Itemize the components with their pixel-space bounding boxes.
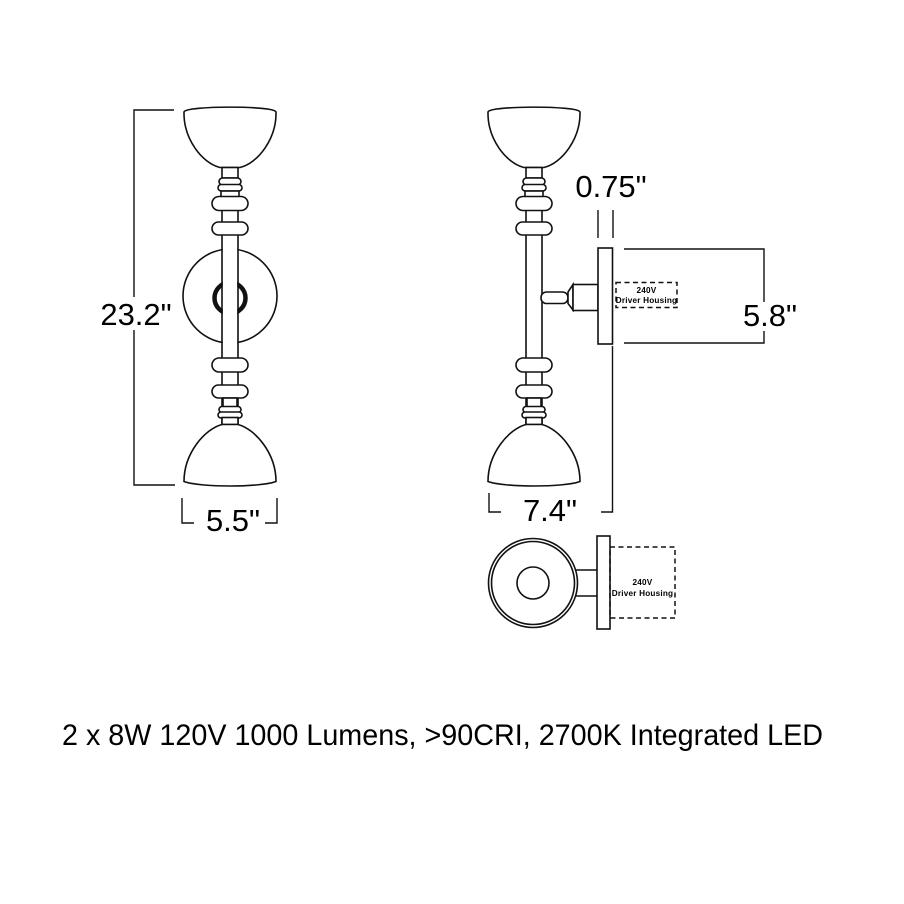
- side-arm: [540, 281, 599, 313]
- side-driver-housing-label-line1: 240V: [637, 286, 657, 295]
- front-width-dimension-line: [181, 498, 278, 524]
- side-width-dimension-label: 7.4": [523, 493, 577, 528]
- top-arm: [576, 569, 597, 597]
- front-neck-lower-collar: [221, 416, 239, 426]
- front-height-dimension: 23.2": [100, 109, 175, 486]
- front-neck-upper-bead-2: [217, 183, 243, 192]
- top-shade-outer-circle: [487, 537, 579, 629]
- front-ring-3: [211, 357, 249, 373]
- front-neck-upper: [217, 166, 243, 199]
- top-driver-housing-label-line1: 240V: [633, 578, 653, 587]
- front-height-dimension-line: [133, 109, 175, 486]
- front-view: 23.2": [100, 106, 278, 538]
- front-bottom-shade: [183, 423, 277, 487]
- side-ring-4: [515, 384, 553, 399]
- top-shade-inner-rim: [490, 540, 576, 626]
- top-driver-housing: 240V Driver Housing: [609, 546, 676, 619]
- side-width-dimension-line: [488, 346, 614, 513]
- side-rings-upper: [515, 195, 553, 236]
- side-ring-3: [515, 357, 553, 373]
- spec-text: 2 x 8W 120V 1000 Lumens, >90CRI, 2700K I…: [62, 719, 823, 752]
- side-plate-thickness-extension-lines: [597, 210, 614, 238]
- side-depth-dimension-label: 5.8": [743, 298, 797, 333]
- side-neck-lower-stem: [526, 397, 542, 408]
- front-height-dimension-label: 23.2": [100, 297, 171, 332]
- side-driver-housing: 240V Driver Housing: [615, 281, 678, 309]
- front-width-dimension-label: 5.5": [206, 503, 260, 538]
- top-wall-plate: [596, 535, 611, 630]
- side-depth-dimension-line: [624, 248, 765, 344]
- side-arm-rod: [540, 291, 569, 305]
- side-ring-1: [515, 195, 553, 212]
- side-neck-lower: [521, 397, 547, 426]
- front-ring-1: [211, 195, 249, 212]
- side-neck-lower-collar: [525, 416, 543, 426]
- side-plate-thickness-dimension: 0.75": [575, 169, 647, 238]
- front-neck-upper-stem: [221, 166, 239, 179]
- front-width-dimension: 5.5": [181, 498, 278, 538]
- side-depth-dimension: 5.8": [624, 248, 797, 344]
- side-view: 240V Driver Housing 0.75" 5.8": [487, 106, 797, 528]
- front-rings-upper: [211, 195, 249, 236]
- front-rings-lower: [211, 357, 249, 399]
- side-driver-housing-box: [615, 281, 678, 309]
- top-driver-housing-label-line2: Driver Housing: [612, 589, 674, 598]
- side-neck-upper-bead-2: [521, 183, 547, 192]
- front-ring-2: [211, 221, 249, 236]
- side-neck-upper-stem: [525, 166, 543, 179]
- side-width-dimension: 7.4": [488, 346, 614, 528]
- top-view: 240V Driver Housing: [487, 535, 676, 630]
- side-wall-plate: [597, 247, 614, 345]
- top-stem-hub: [516, 566, 550, 600]
- side-arm-block: [572, 283, 599, 312]
- side-driver-housing-label-line2: Driver Housing: [616, 296, 678, 305]
- front-neck-lower-stem: [222, 397, 238, 408]
- side-neck-upper: [521, 166, 547, 199]
- side-bottom-shade: [487, 423, 581, 487]
- side-top-shade: [487, 106, 581, 169]
- side-ring-2: [515, 221, 553, 236]
- front-ring-4: [211, 384, 249, 399]
- front-top-shade: [183, 106, 277, 169]
- front-neck-lower: [217, 397, 243, 426]
- side-plate-thickness-label: 0.75": [575, 169, 646, 204]
